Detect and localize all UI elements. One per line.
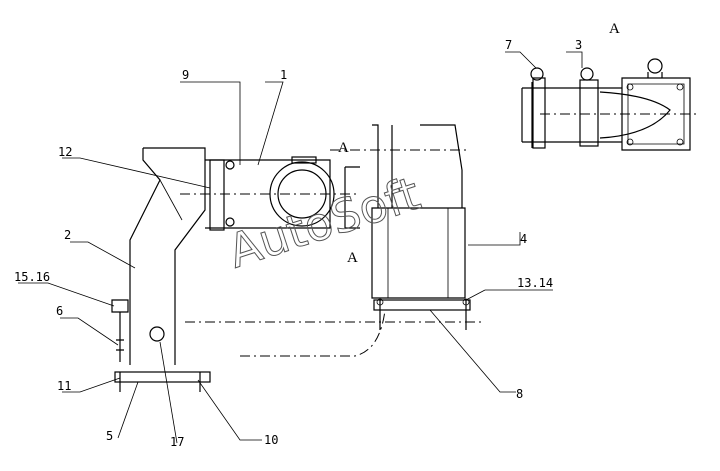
callout-1: 1 <box>280 68 287 82</box>
section-mark-top: A <box>338 140 349 156</box>
callout-7: 7 <box>505 38 512 52</box>
callout-6: 6 <box>56 304 63 318</box>
callout-8: 8 <box>516 387 523 401</box>
callout-labels: 1 2 3 4 5 6 7 8 9 10 11 12 13.14 15.16 1… <box>14 38 582 449</box>
callout-17: 17 <box>170 435 184 449</box>
callout-15-16: 15.16 <box>14 270 50 284</box>
callout-5: 5 <box>106 429 113 443</box>
callout-9: 9 <box>182 68 189 82</box>
callout-11: 11 <box>57 379 71 393</box>
view-label-a: A <box>609 21 620 37</box>
detail-view-a: A <box>521 21 700 151</box>
section-mark-bottom: A <box>347 250 358 266</box>
callout-12: 12 <box>58 145 72 159</box>
callout-3: 3 <box>575 38 582 52</box>
callout-4: 4 <box>520 232 527 246</box>
main-assembly: A A <box>111 124 485 392</box>
leader-lines <box>18 51 583 444</box>
watermark-autosoft: AutoSoft <box>222 166 427 278</box>
callout-2: 2 <box>64 228 71 242</box>
callout-13-14: 13.14 <box>517 276 553 290</box>
callout-10: 10 <box>264 433 278 447</box>
